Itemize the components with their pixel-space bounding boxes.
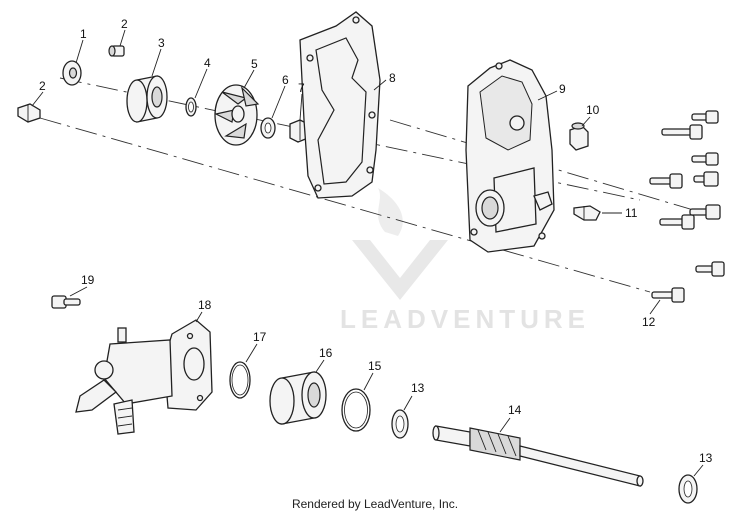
callout-12: 12 [642,315,656,329]
footer-credit: Rendered by LeadVenture, Inc. [291,497,459,511]
callout-18: 18 [198,298,212,312]
part-14-shaft [432,425,644,487]
leader-lines [31,29,704,477]
part-9-cover [465,59,555,253]
part-8-gasket [299,11,381,199]
part-15-o-ring [341,388,371,432]
part-11-fitting [573,205,601,221]
part-2-plug-lower [17,103,41,123]
callout-14: 14 [508,403,522,417]
part-10-sensor [569,122,589,151]
callout-17: 17 [253,330,267,344]
callout-7: 7 [298,81,305,95]
callout-16: 16 [319,346,333,360]
callout-2-lower: 2 [39,79,46,93]
callout-15: 15 [368,359,382,373]
callout-3: 3 [158,36,165,50]
watermark-logo [352,188,448,300]
part-13-washer-upper [391,409,409,439]
part-13-washer-lower [678,474,698,504]
callout-11: 11 [625,206,638,220]
callout-19: 19 [81,273,95,287]
part-2-plug-upper [108,45,125,57]
callout-10: 10 [586,103,600,117]
callout-4: 4 [204,56,211,70]
part-16-filter [269,371,327,425]
callout-6: 6 [282,73,289,87]
callout-labels: 1 2 2 3 4 5 6 7 8 9 10 11 12 13 13 14 15… [39,17,713,465]
callout-8: 8 [389,71,396,85]
part-19-bolt [51,295,81,309]
watermark-text: LEADVENTURE [340,304,590,334]
part-18-oil-pump [75,319,213,435]
part-4-o-ring [185,97,197,117]
part-5-impeller [214,84,260,146]
part-1-washer [62,60,82,86]
callout-9: 9 [559,82,566,96]
part-12-bolts [649,110,725,303]
part-3-bearing [126,75,168,123]
callout-2-upper: 2 [121,17,128,31]
part-17-o-ring [229,361,251,399]
callout-1: 1 [80,27,87,41]
callout-5: 5 [251,57,258,71]
callout-13-upper: 13 [411,381,425,395]
part-6-washer [260,117,276,139]
callout-13-lower: 13 [699,451,713,465]
